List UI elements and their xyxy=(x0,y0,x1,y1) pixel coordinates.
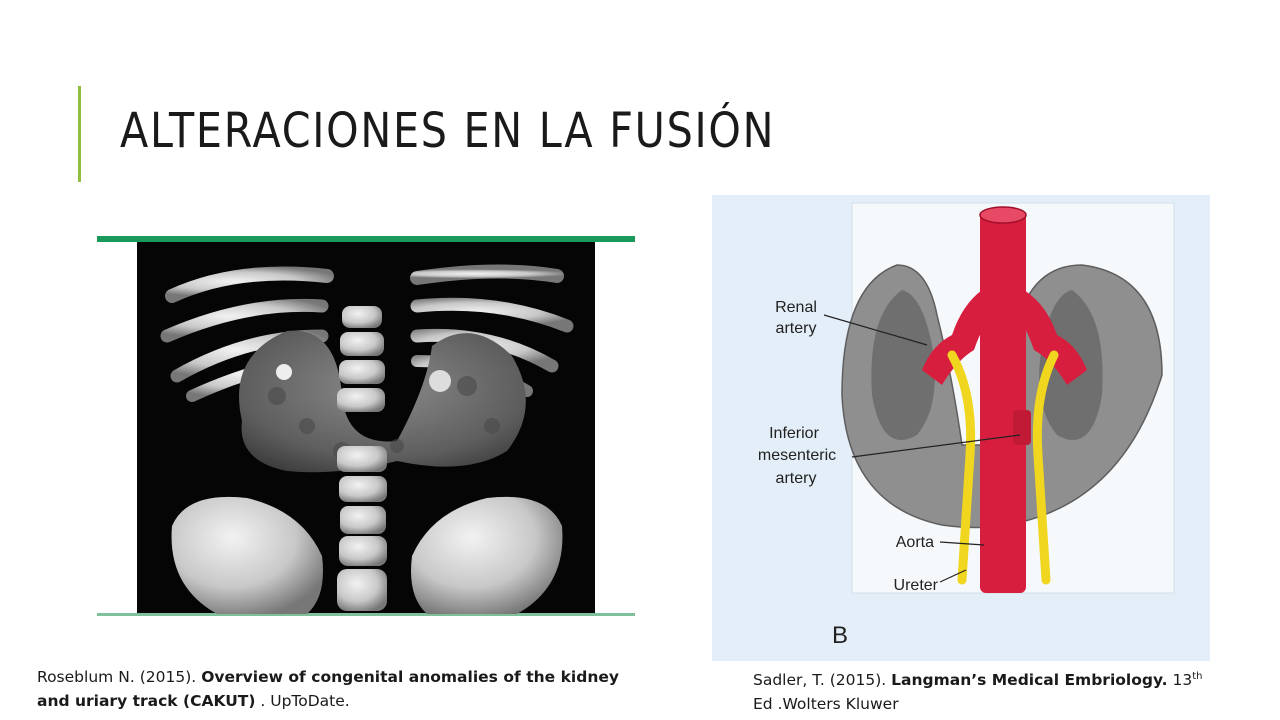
svg-text:mesenteric: mesenteric xyxy=(758,447,836,464)
citation-right-author: Sadler, T. (2015). xyxy=(753,671,887,690)
label-inferior-mesenteric-artery: Inferior xyxy=(769,425,819,442)
citation-right-publisher: Ed .Wolters Kluwer xyxy=(753,695,899,714)
citation-left-author: Roseblum N. (2015). xyxy=(37,668,197,686)
panel-label: B xyxy=(832,622,848,649)
label-renal-artery: Renal xyxy=(775,299,817,316)
citation-left-title: Overview of congenital anomalies of the … xyxy=(201,668,619,686)
svg-text:artery: artery xyxy=(776,470,817,487)
label-ureter: Ureter xyxy=(894,577,939,594)
citation-right-title: Langman’s Medical Embriology. xyxy=(891,671,1168,690)
citation-left: Roseblum N. (2015). Overview of congenit… xyxy=(37,668,619,710)
ct-reconstruction-image xyxy=(97,236,635,618)
slide-title: ALTERACIONES EN LA FUSIÓN xyxy=(120,103,776,159)
citation-right: Sadler, T. (2015). Langman’s Medical Emb… xyxy=(753,665,1233,716)
svg-text:artery: artery xyxy=(776,320,817,337)
title-accent-bar xyxy=(78,86,81,182)
renal-anatomy-diagram: Renal artery Inferior mesenteric artery … xyxy=(712,195,1210,661)
label-aorta: Aorta xyxy=(896,534,934,551)
